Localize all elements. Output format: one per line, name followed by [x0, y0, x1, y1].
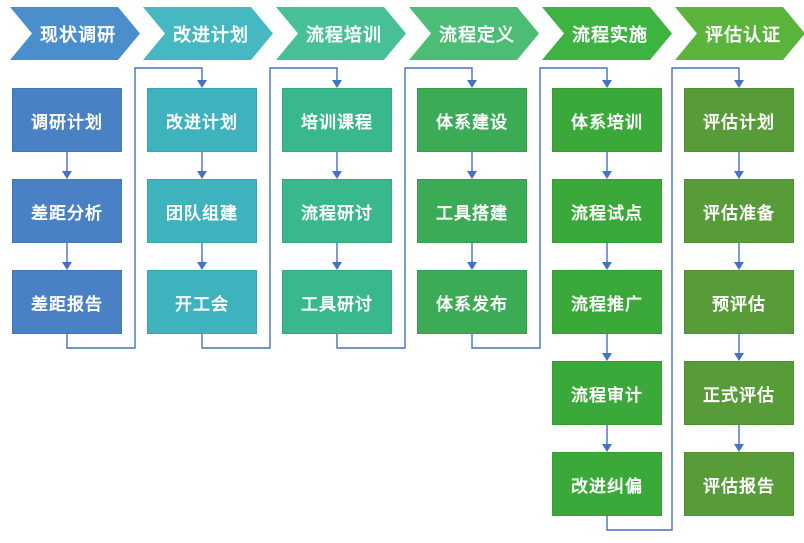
arrowhead-icon [467, 80, 477, 88]
arrowhead-icon [602, 80, 612, 88]
phase-label: 流程实施 [572, 24, 648, 46]
step-box: 评估准备 [684, 179, 794, 243]
phase-2-column: 改进计划 团队组建 开工会 [147, 88, 257, 361]
phase-chevron-1: 现状调研 [10, 7, 140, 60]
phase-label: 流程培训 [306, 24, 382, 46]
step-box: 流程研讨 [282, 179, 392, 243]
arrowhead-icon [332, 80, 342, 88]
phase-label: 流程定义 [439, 24, 515, 46]
phase-chevron-2: 改进计划 [143, 7, 273, 60]
step-box: 培训课程 [282, 88, 392, 152]
phase-3-column: 培训课程 流程研讨 工具研讨 [282, 88, 392, 361]
phase-chevron-5: 流程实施 [542, 7, 672, 60]
phase-chevron-3: 流程培训 [276, 7, 406, 60]
phase-4-column: 体系建设 工具搭建 体系发布 [417, 88, 527, 361]
phase-label: 现状调研 [40, 24, 116, 46]
step-box: 体系建设 [417, 88, 527, 152]
step-box: 评估报告 [684, 452, 794, 516]
step-box: 流程推广 [552, 270, 662, 334]
step-box: 流程审计 [552, 361, 662, 425]
step-box: 团队组建 [147, 179, 257, 243]
step-box: 工具研讨 [282, 270, 392, 334]
step-box: 体系培训 [552, 88, 662, 152]
phase-chevron-4: 流程定义 [409, 7, 539, 60]
phase-chevron-6: 评估认证 [675, 7, 804, 60]
step-box: 差距分析 [12, 179, 122, 243]
phase-label: 评估认证 [705, 24, 781, 46]
arrowhead-icon [197, 80, 207, 88]
step-box: 调研计划 [12, 88, 122, 152]
step-box: 工具搭建 [417, 179, 527, 243]
phase-1-column: 调研计划 差距分析 差距报告 [12, 88, 122, 361]
step-box: 流程试点 [552, 179, 662, 243]
step-box: 改进纠偏 [552, 452, 662, 516]
step-box: 开工会 [147, 270, 257, 334]
arrowhead-icon [734, 80, 744, 88]
step-box: 评估计划 [684, 88, 794, 152]
step-box: 差距报告 [12, 270, 122, 334]
phase-6-column: 评估计划 评估准备 预评估 正式评估 评估报告 [684, 88, 794, 543]
phase-label: 改进计划 [173, 24, 249, 46]
step-box: 体系发布 [417, 270, 527, 334]
step-box: 改进计划 [147, 88, 257, 152]
step-box: 预评估 [684, 270, 794, 334]
phase-5-column: 体系培训 流程试点 流程推广 流程审计 改进纠偏 [552, 88, 662, 543]
step-box: 正式评估 [684, 361, 794, 425]
